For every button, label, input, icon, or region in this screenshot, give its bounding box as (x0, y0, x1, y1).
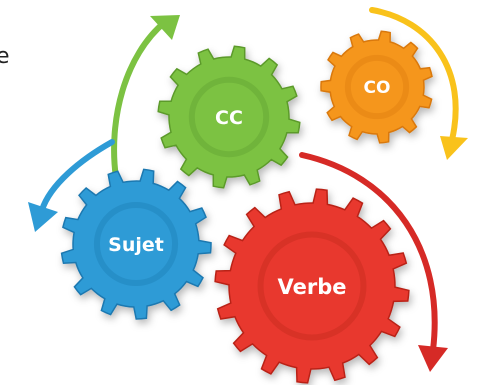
arrow-green (111, 15, 180, 181)
gear-sujet: Sujet (60, 168, 212, 320)
arrow-blue (28, 139, 115, 232)
gear-co-body (320, 30, 433, 144)
edge-text: e (0, 44, 10, 69)
arrow-green-head (150, 15, 180, 40)
gear-verbe: Verbe (214, 188, 410, 384)
gear-co: CO (320, 30, 433, 144)
gear-cc-inner-ring (188, 76, 270, 158)
gear-co-label: CO (364, 78, 391, 98)
arrow-red (299, 152, 448, 372)
gear-verbe-body (214, 188, 410, 384)
arrow-blue-head (28, 202, 58, 232)
arrow-yellow-shaft (369, 7, 459, 143)
arrow-yellow-head (440, 136, 468, 160)
arrow-red-head (418, 345, 448, 372)
gear-sujet-inner-ring (93, 201, 179, 287)
gear-verbe-label: Verbe (278, 275, 347, 299)
gear-cc-label: CC (215, 107, 243, 129)
arrow-yellow (369, 7, 468, 160)
gear-verbe-inner-ring (257, 231, 367, 341)
arrow-green-shaft (111, 19, 168, 181)
arrow-blue-shaft (39, 139, 115, 213)
gear-cc: CC (157, 45, 301, 189)
gear-sujet-label: Sujet (108, 234, 164, 256)
gear-cc-body (157, 45, 301, 189)
gear-co-inner-ring (344, 54, 410, 120)
gear-sujet-body (60, 168, 212, 320)
arrow-red-shaft (299, 152, 438, 353)
